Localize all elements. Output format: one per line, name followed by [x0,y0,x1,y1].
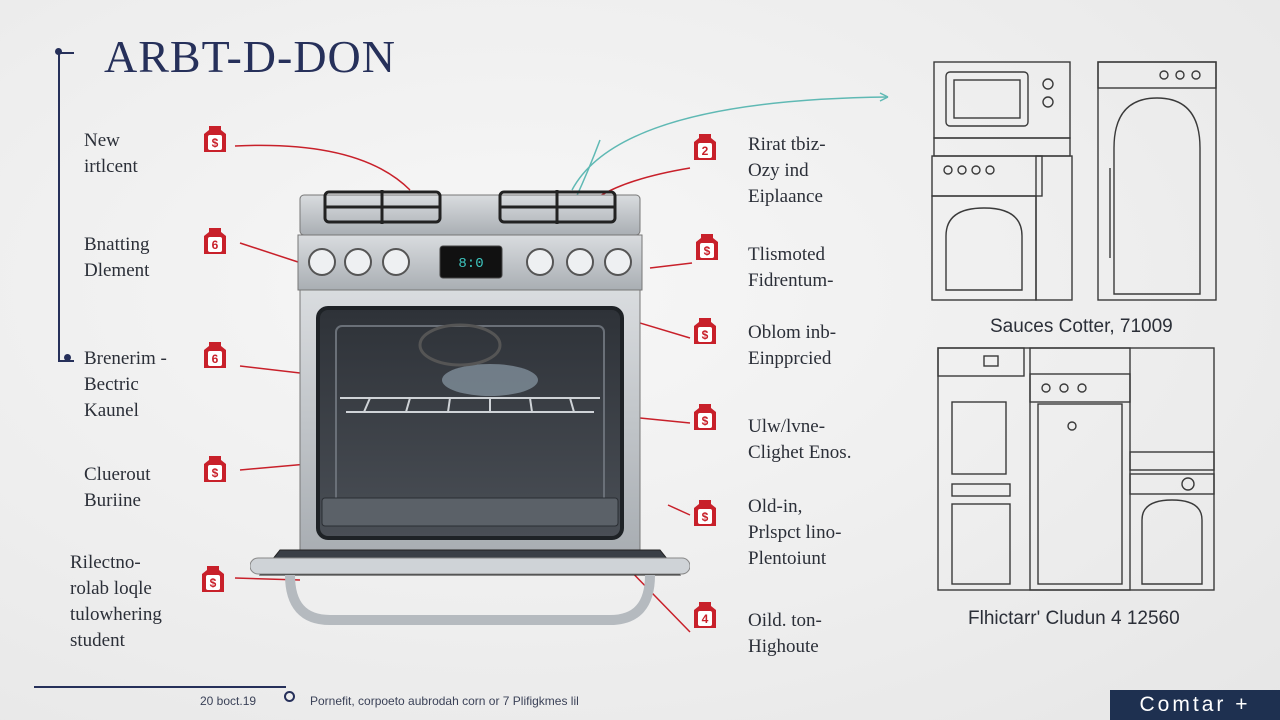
svg-text:$: $ [704,244,711,258]
oven-illustration: 8:0 [250,190,690,625]
svg-text:$: $ [702,328,709,342]
svg-text:$: $ [210,576,217,590]
svg-text:$: $ [212,136,219,150]
tag-icon: $ [202,566,224,592]
tag-icon: $ [694,500,716,526]
cta-button[interactable]: Comtar + [1110,690,1280,720]
footer-divider [34,686,286,688]
left-bracket [58,52,74,362]
oven-display-text: 8:0 [458,256,483,272]
right-label-4: Ulw/lvne-Clighet Enos. [748,416,852,463]
right-label-6: Oild. ton-Highoute [748,610,822,657]
footer-note: Pornefit, corpoeto aubrodah corn or 7 Pl… [310,694,579,708]
tag-icon: $ [696,234,718,260]
svg-text:$: $ [702,414,709,428]
svg-text:4: 4 [702,612,709,626]
page-title: ARBT-D-DON [104,31,396,82]
tag-icon: 4 [694,602,716,628]
tag-icon: 6 [204,342,226,368]
sketch-caption-top: Sauces Cotter, 71009 [990,316,1173,337]
right-label-5: Old-in,Prlspct lino-Plentoiunt [748,496,842,569]
svg-text:6: 6 [212,352,219,366]
tag-icon: $ [694,404,716,430]
svg-text:2: 2 [702,144,709,158]
tag-icon: $ [694,318,716,344]
footer-date: 20 boct.19 [200,694,257,708]
sketch-caption-bottom: Flhictarr' Cludun 4 12560 [968,608,1180,629]
appliance-sketch-bottom [937,347,1215,591]
bracket-dot-bottom [64,354,71,361]
tag-icon: $ [204,456,226,482]
tag-icon: 6 [204,228,226,254]
svg-text:6: 6 [212,238,219,252]
tag-icon: $ [204,126,226,152]
appliance-sketch-top [931,61,1217,301]
svg-text:$: $ [212,466,219,480]
right-label-3: Oblom inb-Einpprcied [748,322,837,369]
svg-text:$: $ [702,510,709,524]
bracket-dot-top [55,48,62,55]
footer-dot [284,691,295,702]
tag-icon: 2 [694,134,716,160]
